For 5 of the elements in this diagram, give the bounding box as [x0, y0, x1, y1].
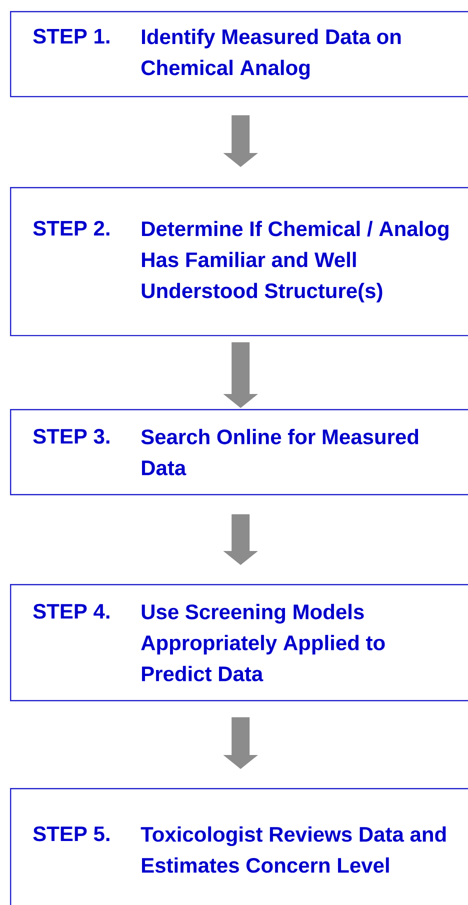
step-box: STEP 2. Determine If Chemical / Analog Has Familiar and Well Understood Structure(s) [10, 187, 468, 336]
step-box: STEP 4. Use Screening Models Appropriately Applied to Predict Data [10, 584, 468, 702]
step-box: STEP 5. Toxicologist Reviews Data and Estimates Concern Level [10, 788, 468, 905]
step-box: STEP 3. Search Online for Measured Data [10, 409, 468, 496]
step-box: STEP 1. Identify Measured Data on Chemical Analog [10, 11, 468, 98]
